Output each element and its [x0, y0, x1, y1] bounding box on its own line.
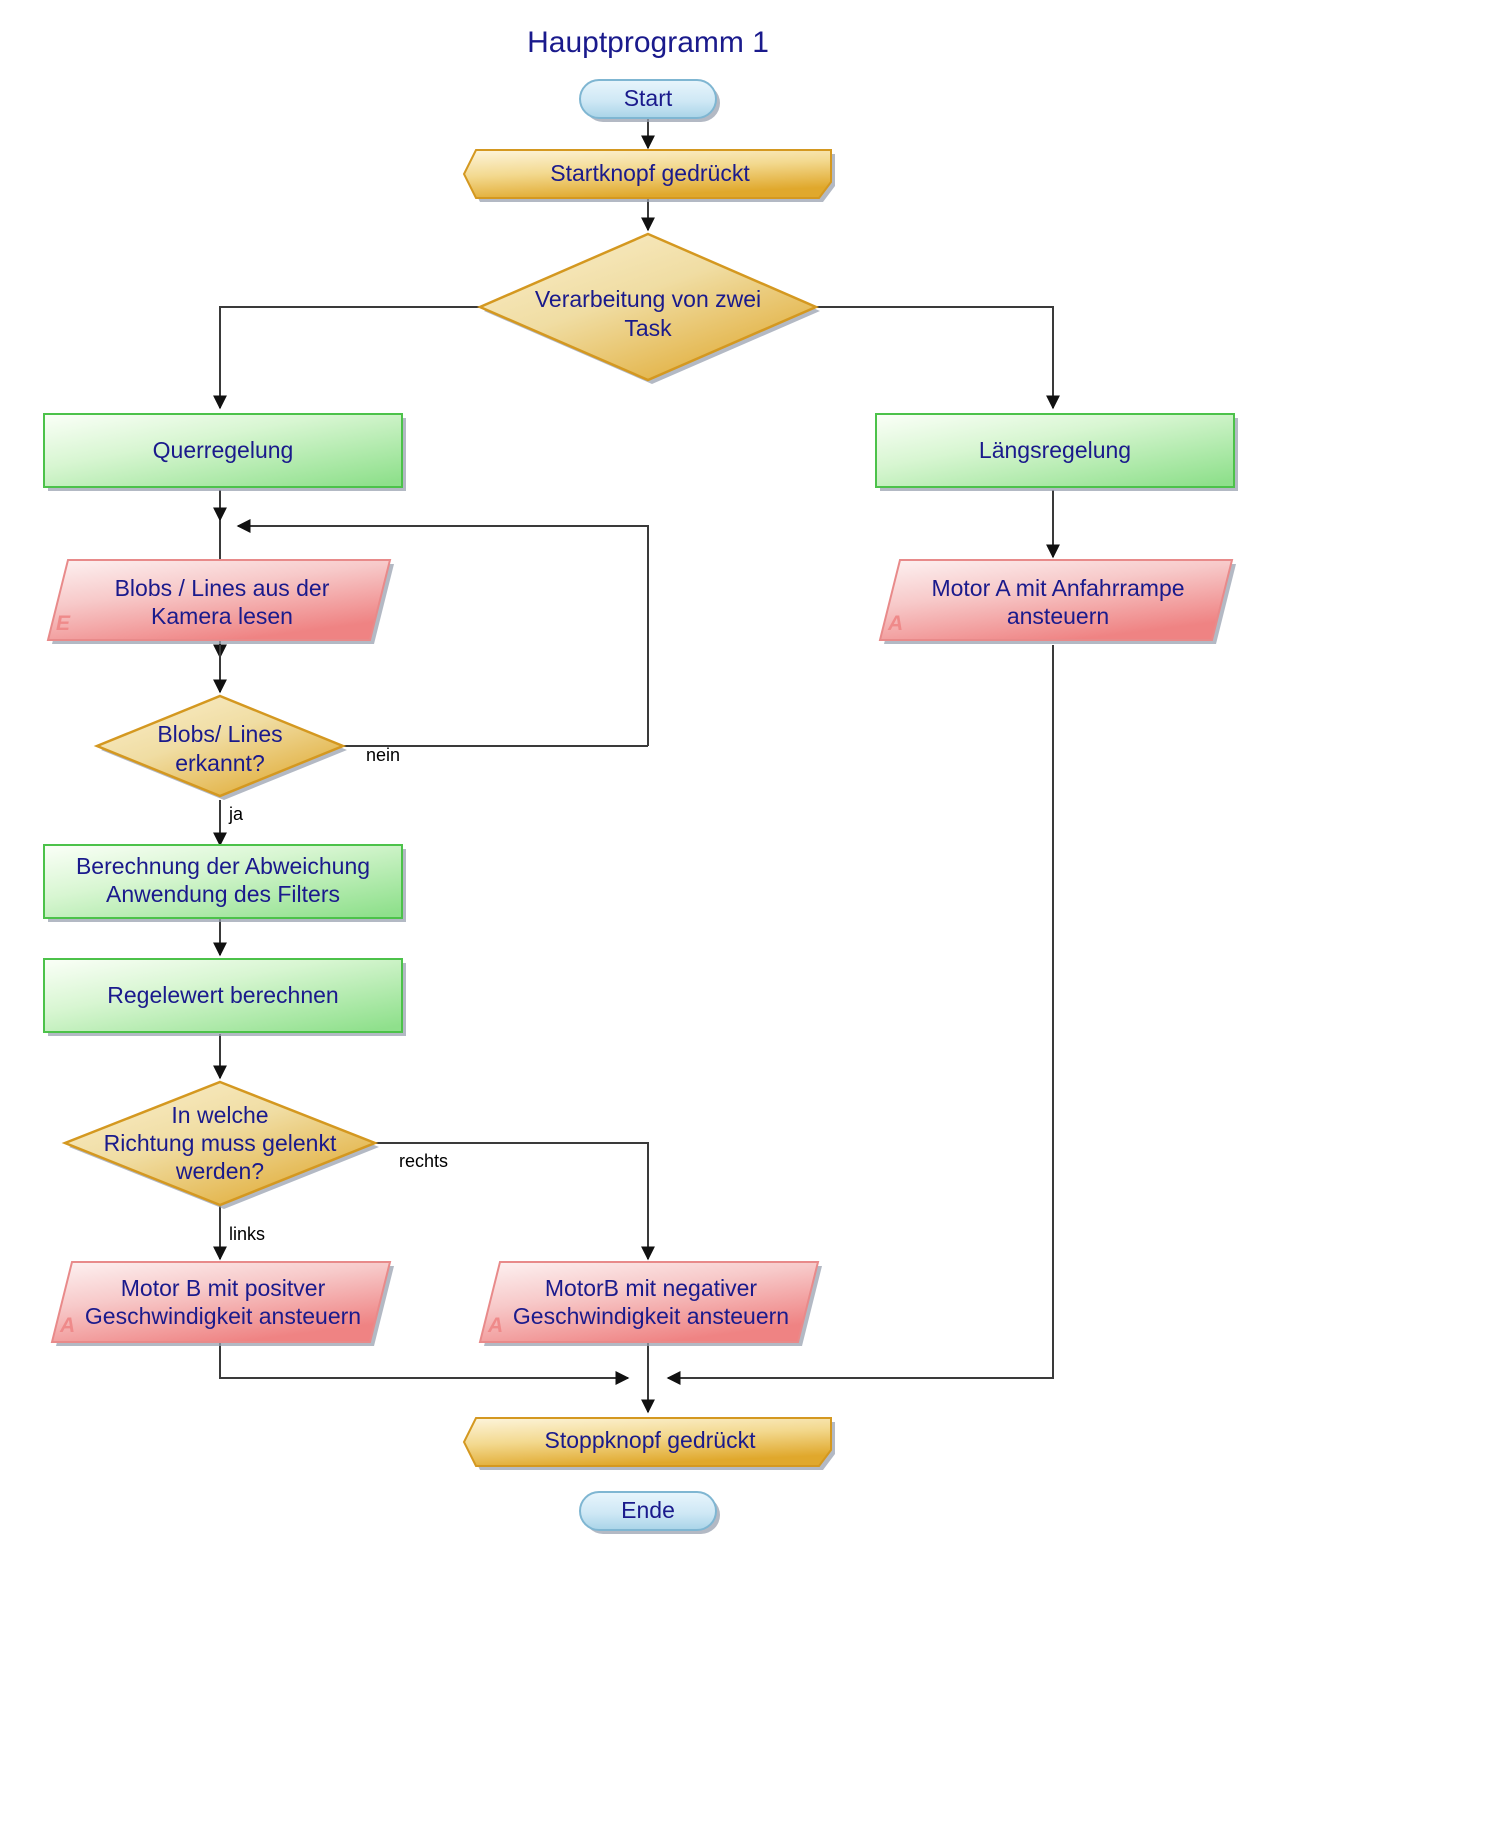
node-berechnung[interactable]: Berechnung der Abweichung Anwendung des …	[43, 844, 406, 922]
edge-label-links: links	[229, 1224, 265, 1244]
regelewert-label: Regelewert berechnen	[107, 982, 338, 1008]
node-querregelung[interactable]: Querregelung	[43, 413, 406, 491]
richtung-shape	[61, 1080, 379, 1207]
motorbpos-io-marker: A	[59, 1314, 75, 1337]
edge-motora-to-bus	[666, 645, 1054, 1385]
edge-richtung-rechts	[375, 1142, 655, 1261]
motorbpos-label-line2: Geschwindigkeit ansteuern	[85, 1303, 361, 1329]
startknopf-shape	[462, 149, 832, 199]
node-regelewert[interactable]: Regelewert berechnen	[43, 958, 406, 1036]
motorbneg-label-line1: MotorB mit negativer	[545, 1275, 758, 1301]
edge-label-ja: ja	[228, 804, 244, 824]
node-laengsregelung[interactable]: Längsregelung	[875, 413, 1238, 491]
node-blobslesen[interactable]: Blobs / Lines aus der Kamera lesen E	[46, 559, 394, 644]
blobserkannt-shape	[93, 694, 347, 798]
motora-shape	[878, 559, 1234, 641]
richtung-label-line3: werden?	[175, 1158, 264, 1184]
berechnung-shape	[43, 844, 403, 919]
blobslesen-io-marker: E	[56, 612, 71, 635]
blobserkannt-label-line2: erkannt?	[175, 750, 265, 776]
motorbneg-shape	[478, 1261, 820, 1343]
ende-label: Ende	[621, 1497, 675, 1523]
berechnung-label-line1: Berechnung der Abweichung	[76, 853, 370, 879]
blobserkannt-label-line1: Blobs/ Lines	[157, 721, 282, 747]
motorbpos-shape	[50, 1261, 392, 1343]
diagram-title: Hauptprogramm 1	[527, 26, 769, 59]
node-ende[interactable]: Ende	[579, 1491, 720, 1534]
stoppknopf-label: Stoppknopf gedrückt	[545, 1427, 757, 1453]
motora-label-line1: Motor A mit Anfahrrampe	[931, 575, 1184, 601]
start-label: Start	[624, 85, 673, 111]
node-motorbpos[interactable]: Motor B mit positver Geschwindigkeit ans…	[50, 1261, 394, 1346]
motorbneg-label-line2: Geschwindigkeit ansteuern	[513, 1303, 789, 1329]
berechnung-label-line2: Anwendung des Filters	[106, 881, 340, 907]
ende-shape	[579, 1491, 717, 1531]
node-richtung[interactable]: In welche Richtung muss gelenkt werden?	[61, 1080, 379, 1209]
querregelung-shape	[43, 413, 403, 488]
motora-io-marker: A	[887, 612, 903, 635]
laengsregelung-label: Längsregelung	[979, 437, 1131, 463]
blobslesen-label-line2: Kamera lesen	[151, 603, 293, 629]
node-verarbeitung[interactable]: Verarbeitung von zwei Task	[476, 232, 820, 384]
node-start[interactable]: Start	[579, 79, 720, 122]
node-blobserkannt[interactable]: Blobs/ Lines erkannt?	[93, 694, 347, 800]
startknopf-label: Startknopf gedrückt	[550, 160, 750, 186]
node-stoppknopf[interactable]: Stoppknopf gedrückt	[462, 1417, 835, 1470]
edge-label-nein: nein	[366, 745, 400, 765]
motorbneg-io-marker: A	[487, 1314, 503, 1337]
richtung-label-line2: Richtung muss gelenkt	[104, 1130, 337, 1156]
blobslesen-label-line1: Blobs / Lines aus der	[115, 575, 330, 601]
verarbeitung-shape	[476, 232, 820, 382]
laengsregelung-shape	[875, 413, 1235, 488]
querregelung-label: Querregelung	[153, 437, 294, 463]
edge-verarbeitung-to-querregelung	[213, 306, 485, 410]
edge-label-rechts: rechts	[399, 1151, 448, 1171]
blobslesen-shape	[46, 559, 392, 641]
edge-verarbeitung-to-laengsregelung	[812, 306, 1060, 410]
verarbeitung-label-line1: Verarbeitung von zwei	[535, 286, 761, 312]
motora-label-line2: ansteuern	[1007, 603, 1109, 629]
stoppknopf-shape	[462, 1417, 832, 1467]
richtung-label-line1: In welche	[171, 1102, 268, 1128]
node-motorbneg[interactable]: MotorB mit negativer Geschwindigkeit ans…	[478, 1261, 822, 1346]
start-shape	[579, 79, 717, 119]
connectors	[213, 117, 1060, 1414]
edge-nein-loopback	[236, 519, 649, 746]
motorbpos-label-line1: Motor B mit positver	[121, 1275, 326, 1301]
node-startknopf[interactable]: Startknopf gedrückt	[462, 149, 835, 202]
verarbeitung-label-line2: Task	[624, 315, 672, 341]
regelewert-shape	[43, 958, 403, 1033]
node-motora[interactable]: Motor A mit Anfahrrampe ansteuern A	[878, 559, 1236, 644]
